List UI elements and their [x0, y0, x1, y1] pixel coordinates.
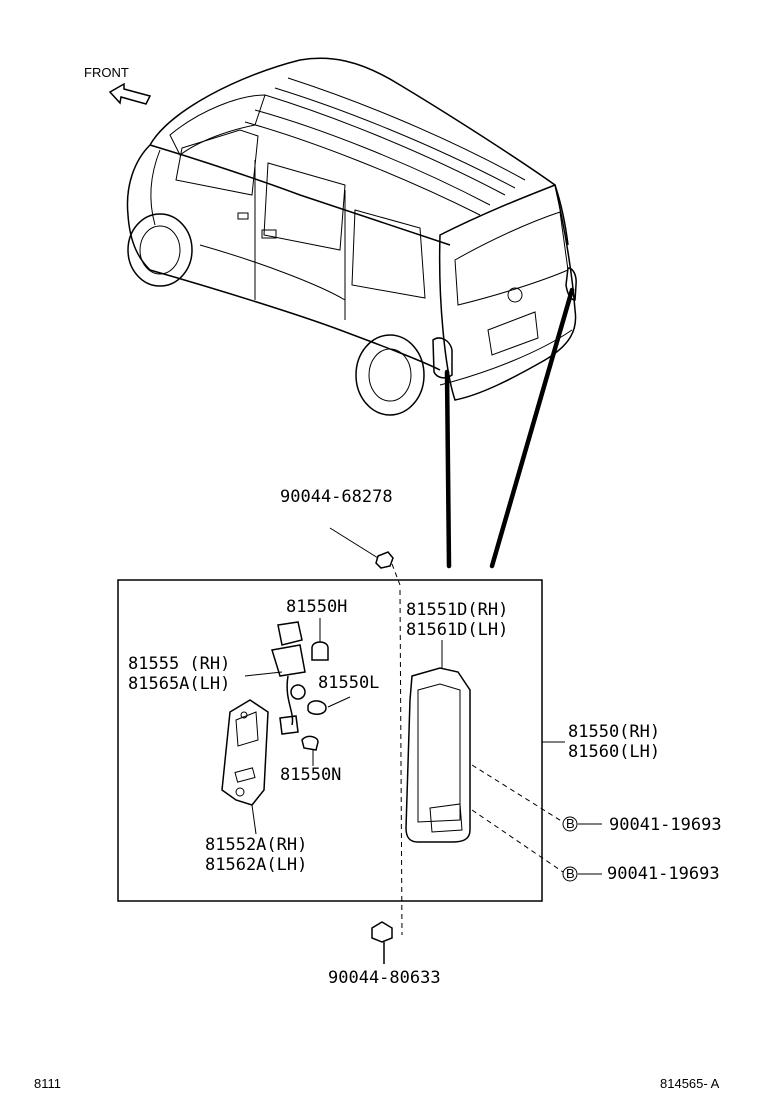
part-81565a[interactable]: 81565A(LH) [128, 674, 230, 694]
part-81551d[interactable]: 81551D(RH) [406, 600, 508, 620]
part-81550l[interactable]: 81550L [318, 673, 379, 693]
screw-marker-1: B [566, 816, 575, 831]
part-81555[interactable]: 81555 (RH) [128, 654, 230, 674]
tail-lamp [399, 589, 471, 936]
screw-marker-2: B [566, 866, 575, 881]
bulb-icon [311, 641, 329, 661]
screw-1: B 90041-19693 [471, 764, 722, 835]
part-90044-80633[interactable]: 90044-80633 [328, 968, 441, 988]
part-81550h[interactable]: 81550H [286, 597, 347, 617]
part-81550[interactable]: 81550(RH) [568, 722, 660, 742]
part-90041-19693-1[interactable]: 90041-19693 [609, 815, 722, 835]
part-81552a[interactable]: 81552A(RH) [205, 835, 307, 855]
assembly-frame [117, 579, 543, 902]
screw-b-icon [562, 866, 578, 882]
part-81561d[interactable]: 81561D(LH) [406, 620, 508, 640]
bolt-bottom: 90044-80633 [328, 921, 441, 988]
screw-2: B 90041-19693 [471, 809, 720, 884]
part-81560[interactable]: 81560(LH) [568, 742, 660, 762]
screw-b-icon [562, 816, 578, 832]
front-indicator: FRONT [84, 65, 152, 105]
van-illustration [126, 57, 577, 569]
part-90044-68278[interactable]: 90044-68278 [280, 487, 393, 507]
bolt-icon [371, 921, 393, 943]
part-90041-19693-2[interactable]: 90041-19693 [607, 864, 720, 884]
footer-right: 814565- A [660, 1076, 720, 1091]
bulb-81550h: 81550H [286, 597, 347, 661]
bulb-icon [301, 735, 319, 751]
bolt-icon [375, 551, 394, 569]
footer-left: 8111 [34, 1076, 61, 1091]
front-arrow-icon [108, 82, 152, 105]
mounting-plate: 81552A(RH) 81562A(LH) [205, 699, 307, 875]
front-label: FRONT [84, 65, 129, 80]
part-81550n[interactable]: 81550N [280, 765, 341, 785]
bulb-81550n: 81550N [280, 735, 341, 785]
bulb-icon [307, 700, 327, 715]
lamp-assembly-label: 81550(RH) 81560(LH) [542, 722, 660, 762]
part-81562a[interactable]: 81562A(LH) [205, 855, 307, 875]
socket-harness: 81555 (RH) 81565A(LH) [128, 621, 306, 735]
bolt-top: 90044-68278 [280, 487, 401, 586]
bulb-81550l: 81550L [307, 673, 379, 715]
